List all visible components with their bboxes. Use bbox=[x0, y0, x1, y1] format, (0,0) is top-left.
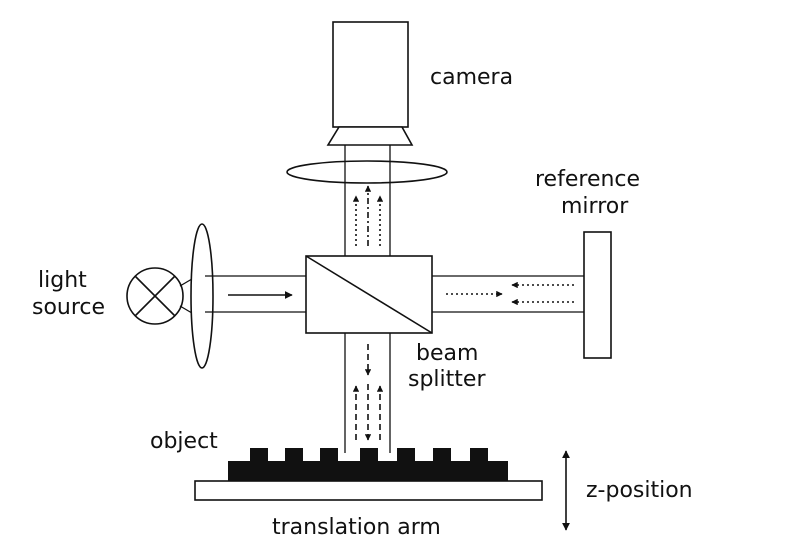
z-position-label: z-position bbox=[586, 478, 693, 503]
beam-splitter bbox=[305, 255, 433, 334]
reference-mirror-label-1: reference bbox=[535, 167, 640, 192]
upward-arrows bbox=[352, 185, 384, 246]
translation-arm bbox=[194, 480, 543, 501]
reference-arrows bbox=[446, 281, 574, 306]
beam-splitter-label-1: beam bbox=[416, 341, 478, 366]
camera-lens-mount bbox=[326, 126, 414, 146]
beam-splitter-label-2: splitter bbox=[408, 367, 486, 392]
translation-arm-label: translation arm bbox=[272, 515, 441, 540]
object-sample bbox=[228, 448, 508, 481]
object-beam bbox=[344, 333, 391, 453]
light-source bbox=[126, 267, 184, 325]
illumination-beam bbox=[205, 275, 306, 313]
light-source-label-2: source bbox=[32, 295, 105, 320]
beam-splitter-diagonal bbox=[305, 255, 433, 334]
camera-label: camera bbox=[430, 65, 513, 90]
left-lens bbox=[190, 223, 214, 369]
object-label: object bbox=[150, 429, 218, 454]
object-arrows bbox=[352, 344, 384, 441]
reference-beam bbox=[432, 275, 584, 313]
camera-body bbox=[332, 21, 409, 128]
reference-mirror-label-2: mirror bbox=[561, 194, 629, 219]
upper-lens bbox=[286, 160, 448, 184]
camera bbox=[326, 21, 414, 146]
upper-beam bbox=[344, 145, 391, 256]
light-source-label-1: light bbox=[38, 268, 87, 293]
reference-mirror bbox=[583, 231, 612, 359]
